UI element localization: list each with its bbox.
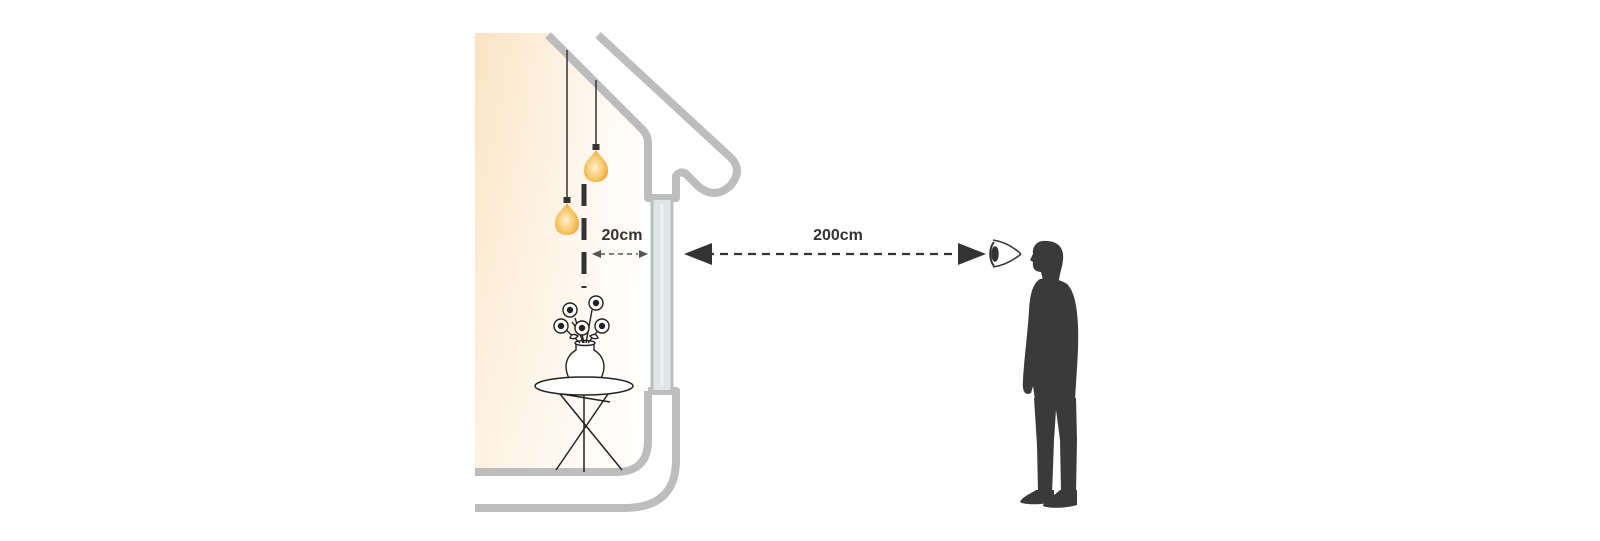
pendant-light-long: [555, 50, 579, 235]
inner-distance-label: 20cm: [602, 227, 643, 244]
house-wall: [475, 32, 741, 512]
person-silhouette-icon: [1020, 240, 1079, 508]
eye-icon: [989, 239, 1022, 268]
side-table-icon: [534, 376, 634, 472]
window-glass: [650, 200, 674, 390]
light-bulb-icon: [584, 150, 608, 182]
room-interior: [475, 33, 648, 470]
outer-distance-dimension: 200cm: [684, 227, 986, 265]
outer-distance-label: 200cm: [813, 227, 863, 244]
light-bulb-icon: [555, 203, 579, 235]
pendant-light-short: [584, 80, 608, 182]
inner-distance-dimension: 20cm: [592, 227, 648, 258]
